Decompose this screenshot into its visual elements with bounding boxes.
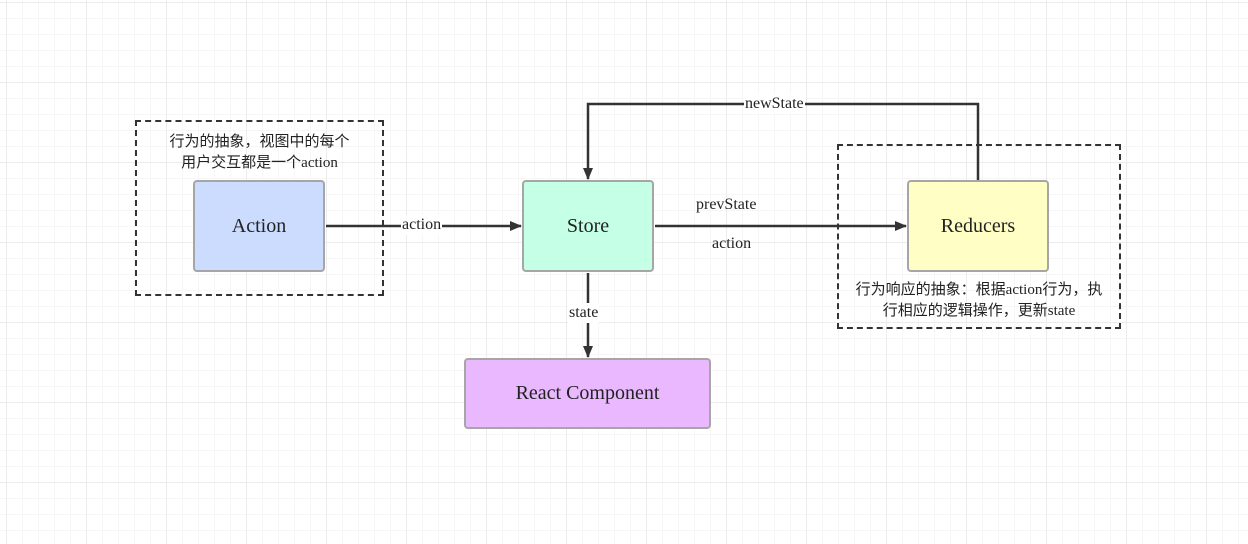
action-group <box>135 120 384 296</box>
reducers-note-line-2: 行相应的逻辑操作，更新state <box>882 303 1076 319</box>
action-edge-label: action <box>401 215 443 235</box>
action-note: 行为的抽象，视图中的每个 用户交互都是一个action <box>140 132 379 174</box>
action-node[interactable]: Action <box>193 180 325 272</box>
newstate-edge-label: newState <box>744 94 805 114</box>
reducers-group <box>837 144 1121 329</box>
action-note-line-2: 用户交互都是一个action <box>181 155 338 171</box>
reducers-node[interactable]: Reducers <box>907 180 1049 272</box>
prevstate-edge-label: prevState <box>696 196 757 213</box>
action-note-line-1: 行为的抽象，视图中的每个 <box>169 134 350 150</box>
state-edge-label: state <box>568 303 600 323</box>
reducers-note-line-1: 行为响应的抽象：根据action行为，执 <box>855 282 1103 298</box>
store-node[interactable]: Store <box>522 180 654 272</box>
reducers-note: 行为响应的抽象：根据action行为，执 行相应的逻辑操作，更新state <box>842 280 1116 322</box>
action-edge-label-2: action <box>712 235 752 252</box>
react-component-node[interactable]: React Component <box>464 358 711 429</box>
